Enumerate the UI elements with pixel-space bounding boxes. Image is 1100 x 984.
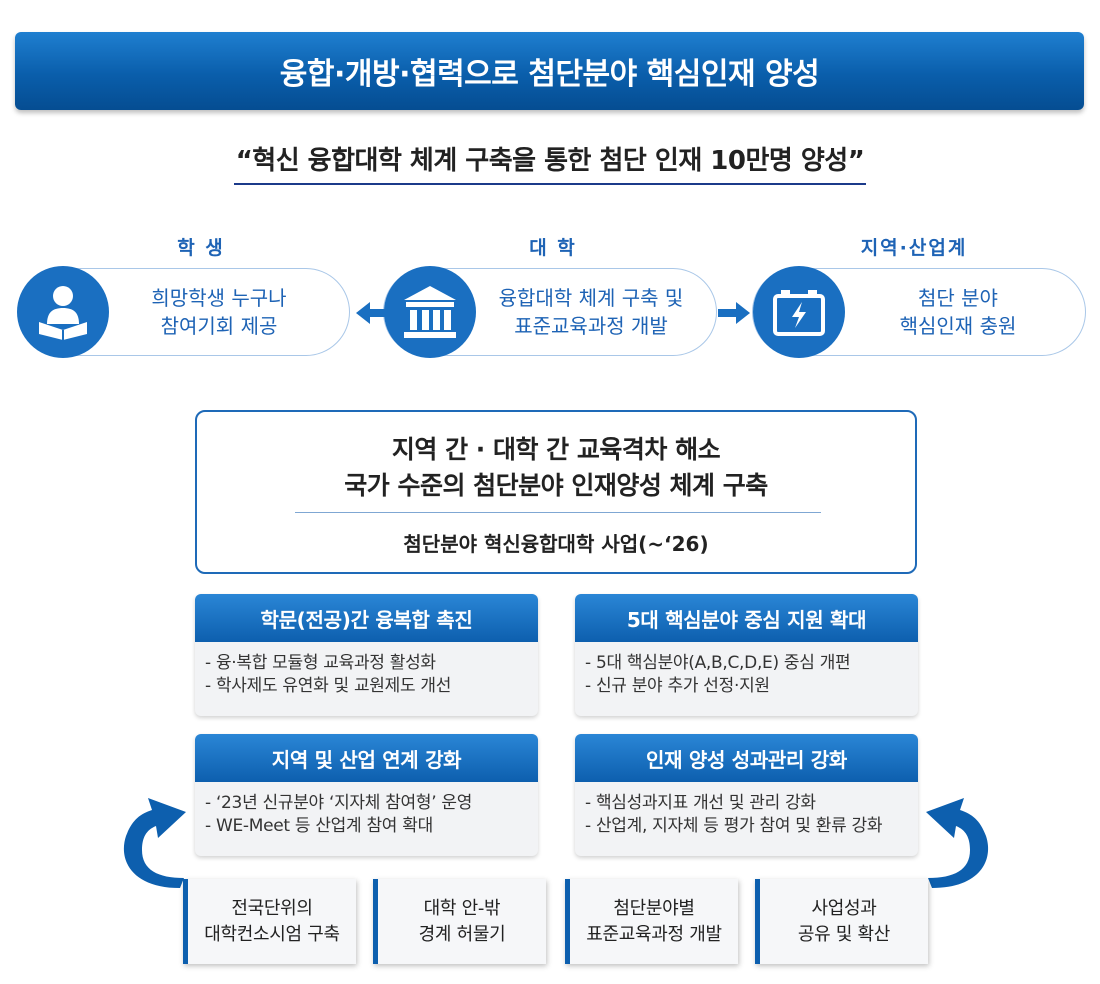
foundation-line: 대학 안-밖 [423, 897, 501, 919]
curved-arrow-right-icon [926, 798, 989, 888]
strategy-card-core-fields: 5대 핵심분야 중심 지원 확대 - 5대 핵심분야(A,B,C,D,E) 중심… [575, 594, 918, 716]
goal-line-2: 국가 수준의 첨단분야 인재양성 체계 구축 [344, 471, 768, 500]
strategy-item: - 핵심성과지표 개선 및 관리 강화 [585, 793, 816, 813]
actor-title-student: 학 생 [177, 237, 225, 259]
strategy-card-header: 지역 및 산업 연계 강화 [195, 734, 538, 782]
actor-title-industry: 지역·산업계 [860, 237, 968, 259]
foundation-line: 첨단분야별 [613, 897, 695, 919]
curved-arrow-left-icon [123, 798, 186, 888]
foundation-box-consortium: 전국단위의 대학컨소시엄 구축 [183, 879, 356, 964]
student-line-1: 희망학생 누구나 [151, 286, 287, 310]
strategy-item: - 학사제도 유연화 및 교원제도 개선 [205, 676, 452, 696]
strategy-title: 학문(전공)간 융복합 촉진 [260, 607, 473, 632]
arrow-right-icon [718, 302, 750, 324]
industry-line-2: 핵심인재 충원 [899, 314, 1017, 338]
foundation-line: 전국단위의 [231, 897, 313, 919]
strategy-card-regional-industry: 지역 및 산업 연계 강화 - ‘23년 신규분야 ‘지자체 참여형’ 운영 -… [195, 734, 538, 856]
strategy-title: 지역 및 산업 연계 강화 [271, 747, 462, 772]
strategy-title: 인재 양성 성과관리 강화 [646, 747, 847, 772]
arrow-left-icon [356, 302, 388, 324]
foundation-box-sharing: 사업성과 공유 및 확산 [755, 879, 928, 964]
student-reading-icon [17, 266, 109, 358]
strategy-item: - ‘23년 신규분야 ‘지자체 참여형’ 운영 [205, 793, 473, 813]
strategy-item: - WE-Meet 등 산업계 참여 확대 [205, 816, 433, 836]
goal-line-1: 지역 간 · 대학 간 교육격차 해소 [391, 435, 721, 464]
strategy-item: - 융·복합 모듈형 교육과정 활성화 [205, 653, 436, 673]
university-line-2: 표준교육과정 개발 [514, 314, 668, 338]
foundation-line: 대학컨소시엄 구축 [204, 923, 340, 945]
university-line-1: 융합대학 체계 구축 및 [498, 286, 684, 310]
battery-industry-icon [753, 266, 845, 358]
foundation-box-boundaries: 대학 안-밖 경계 허물기 [373, 879, 546, 964]
strategy-title: 5대 핵심분야 중심 지원 확대 [626, 607, 867, 632]
title-banner: 융합·개방·협력으로 첨단분야 핵심인재 양성 [15, 32, 1084, 110]
strategy-card-header: 인재 양성 성과관리 강화 [575, 734, 918, 782]
student-line-2: 참여기회 제공 [160, 314, 278, 338]
vision-statement: “혁신 융합대학 체계 구축을 통한 첨단 인재 10만명 양성” [0, 140, 1100, 185]
strategy-card-header: 5대 핵심분야 중심 지원 확대 [575, 594, 918, 642]
goal-program: 첨단분야 혁신융합대학 사업(~‘26) [403, 532, 709, 556]
foundation-line: 경계 허물기 [418, 923, 506, 945]
strategy-item: - 5대 핵심분야(A,B,C,D,E) 중심 개편 [585, 653, 851, 673]
foundation-box-curriculum: 첨단분야별 표준교육과정 개발 [565, 879, 738, 964]
strategy-card-performance: 인재 양성 성과관리 강화 - 핵심성과지표 개선 및 관리 강화 - 산업계,… [575, 734, 918, 856]
foundation-line: 사업성과 [811, 897, 877, 919]
vision-text: “혁신 융합대학 체계 구축을 통한 첨단 인재 10만명 양성” [233, 140, 867, 185]
strategy-item: - 신규 분야 추가 선정·지원 [585, 676, 770, 696]
goal-box: 지역 간 · 대학 간 교육격차 해소 국가 수준의 첨단분야 인재양성 체계 … [195, 410, 917, 574]
university-building-icon [384, 266, 476, 358]
banner-title: 융합·개방·협력으로 첨단분야 핵심인재 양성 [279, 57, 820, 92]
foundation-line: 공유 및 확산 [797, 923, 891, 945]
actor-title-university: 대 학 [529, 237, 577, 259]
strategy-card-convergence: 학문(전공)간 융복합 촉진 - 융·복합 모듈형 교육과정 활성화 - 학사제… [195, 594, 538, 716]
industry-line-1: 첨단 분야 [918, 286, 998, 310]
strategy-item: - 산업계, 지자체 등 평가 참여 및 환류 강화 [585, 816, 883, 836]
strategy-card-header: 학문(전공)간 융복합 촉진 [195, 594, 538, 642]
goal-divider [295, 512, 821, 513]
foundation-line: 표준교육과정 개발 [586, 923, 722, 945]
